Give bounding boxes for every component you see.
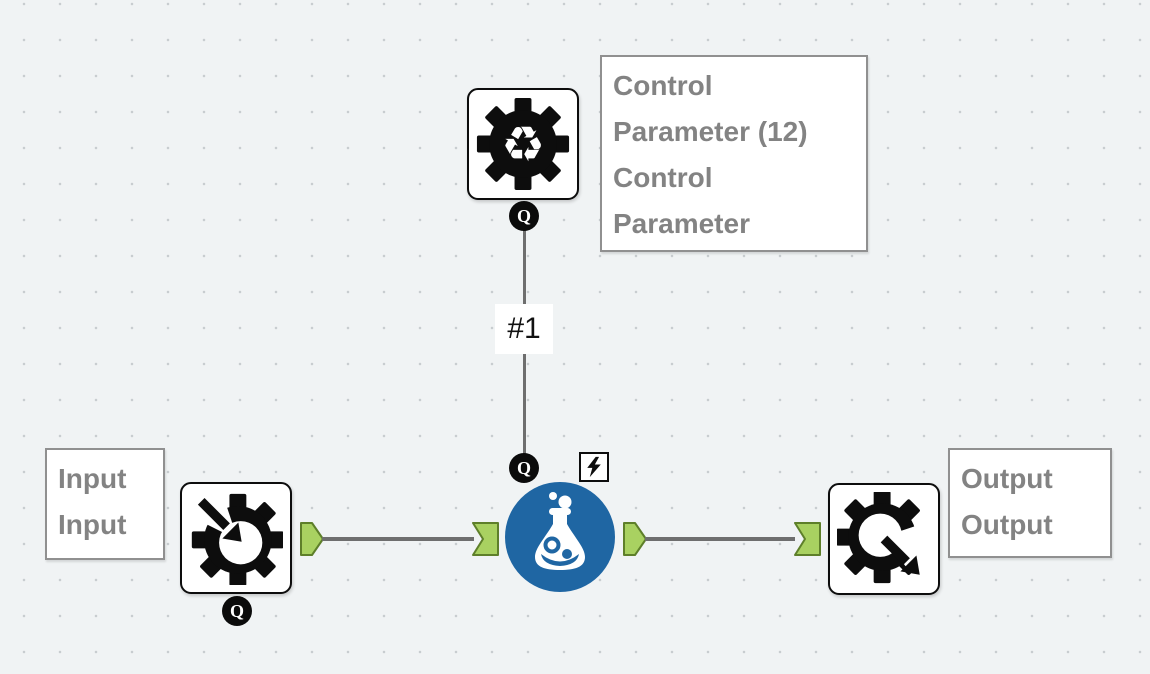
input-anchor-notch-icon <box>794 522 821 556</box>
gear-arrow-out-icon <box>837 492 931 586</box>
q-anchor-letter: Q <box>516 457 531 478</box>
interface-indicator <box>579 452 609 482</box>
macro-output-tool[interactable] <box>828 483 940 595</box>
macro-input-tool[interactable] <box>180 482 292 594</box>
input-tool-output-anchor[interactable] <box>300 522 324 556</box>
control-parameter-annotation[interactable]: Control Parameter (12) Control Parameter <box>600 55 868 252</box>
control-parameter-question-anchor[interactable]: Q <box>509 201 539 231</box>
connection-input-to-macro[interactable] <box>322 537 474 541</box>
input-question-anchor[interactable]: Q <box>222 596 252 626</box>
connection-label[interactable]: #1 <box>495 304 553 354</box>
input-annotation[interactable]: Input Input <box>45 448 165 560</box>
macro-tool-input-anchor[interactable] <box>472 522 499 556</box>
q-anchor-letter: Q <box>229 600 244 621</box>
macro-tool-output-anchor[interactable] <box>623 522 647 556</box>
gear-recycle-icon: ♻ <box>476 97 570 191</box>
connection-macro-to-output[interactable] <box>645 537 795 541</box>
macro-question-anchor[interactable]: Q <box>509 453 539 483</box>
output-tool-input-anchor[interactable] <box>794 522 821 556</box>
gear-arrow-in-icon <box>189 491 283 585</box>
control-parameter-tool[interactable]: ♻ <box>467 88 579 200</box>
output-anchor-arrow-icon <box>300 522 324 556</box>
flask-icon <box>535 492 585 570</box>
output-anchor-arrow-icon <box>623 522 647 556</box>
output-annotation[interactable]: Output Output <box>948 448 1112 558</box>
input-anchor-notch-icon <box>472 522 499 556</box>
svg-text:♻: ♻ <box>501 116 545 173</box>
batch-macro-tool[interactable] <box>505 482 615 592</box>
q-anchor-letter: Q <box>516 205 531 226</box>
lightning-icon <box>587 456 601 478</box>
